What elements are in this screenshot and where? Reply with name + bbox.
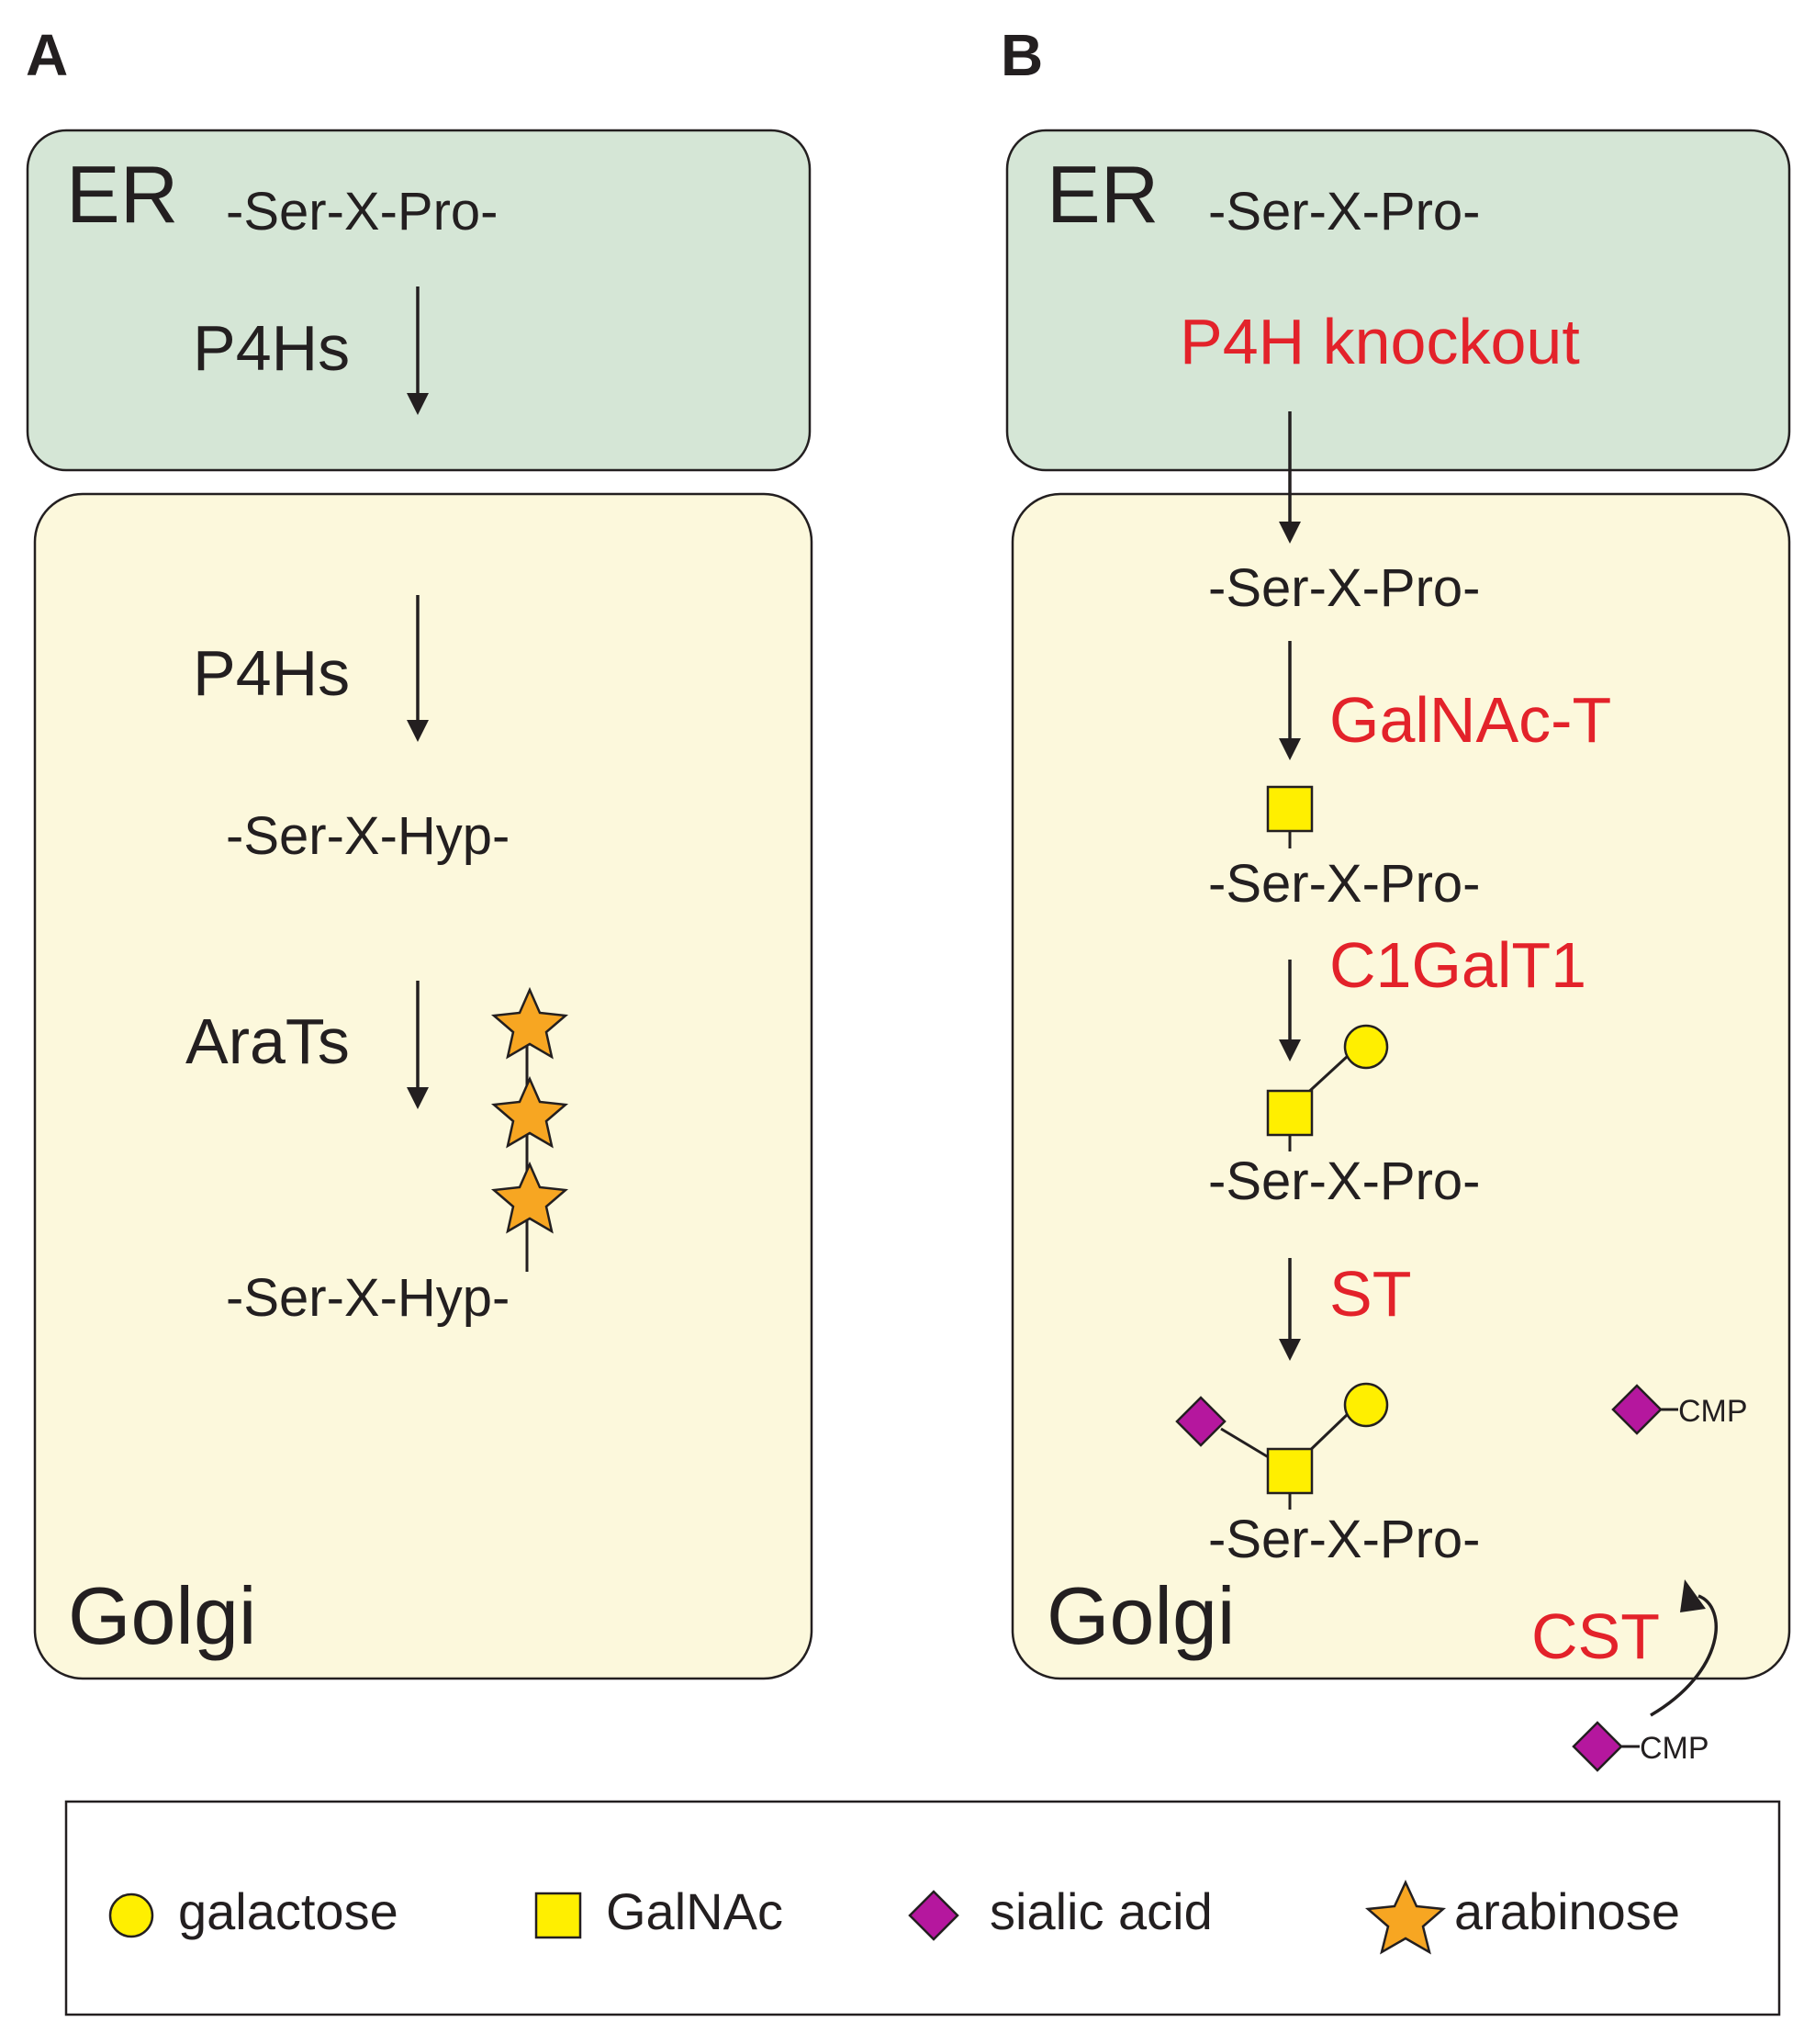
golgi-enzyme-1-a: P4Hs	[193, 637, 350, 709]
legend-sialic-acid-diamond	[908, 1890, 959, 1941]
golgi-compartment-b	[1011, 492, 1791, 1680]
sialic-acid-diamond-3	[1175, 1396, 1227, 1447]
cmp-label-outside: CMP	[1640, 1731, 1709, 1766]
er-sequence-b: -Ser-X-Pro-	[1208, 182, 1480, 241]
sialic-acid-diamond-outside	[1572, 1721, 1623, 1772]
legend-item-galactose: galactose	[108, 1882, 398, 1940]
er-label-b: ER	[1047, 149, 1159, 240]
arabinose-star-1	[490, 986, 569, 1060]
arabinose-star-3	[490, 1161, 569, 1234]
legend-item-arabinose: arabinose	[1364, 1880, 1680, 1955]
cmp-label-inside: CMP	[1678, 1394, 1748, 1429]
glycan-2	[1266, 1024, 1389, 1151]
galactose-circle-3	[1343, 1382, 1389, 1428]
golgi-enzyme-2-a: AraTs	[185, 1005, 350, 1077]
er-label-a: ER	[66, 149, 178, 240]
st-label: ST	[1329, 1258, 1411, 1330]
golgi-sequence-3-b: -Ser-X-Pro-	[1208, 1151, 1480, 1211]
golgi-sequence-2-a: -Ser-X-Hyp-	[226, 1268, 510, 1328]
cmp-sialic-acid-inside: CMP	[1611, 1384, 1748, 1435]
golgi-label-a: Golgi	[68, 1570, 256, 1661]
galnac-square-2	[1266, 1089, 1314, 1137]
golgi-arrow-1-b	[1279, 641, 1301, 760]
p4h-knockout-label: P4H knockout	[1180, 306, 1580, 377]
cmp-sialic-acid-outside: CMP	[1572, 1721, 1709, 1772]
galnac-t-label: GalNAc-T	[1329, 684, 1611, 756]
arabinose-star-2	[490, 1075, 569, 1149]
legend-galactose-circle	[108, 1892, 154, 1938]
legend-galnac-square	[534, 1892, 582, 1939]
golgi-compartment-a	[33, 492, 813, 1680]
legend-sialic-acid-label: sialic acid	[990, 1882, 1213, 1940]
legend-item-sialic-acid: sialic acid	[908, 1882, 1213, 1941]
panel-a: A ER -Ser-X-Pro- P4Hs P4Hs -Ser-X-Hyp- A…	[26, 22, 813, 1680]
er-compartment-b	[1005, 129, 1791, 472]
legend-item-galnac: GalNAc	[534, 1882, 783, 1940]
glycan-1	[1266, 785, 1314, 848]
legend-arabinose-label: arabinose	[1454, 1882, 1680, 1940]
galactose-circle-2	[1343, 1024, 1389, 1070]
golgi-sequence-2-b: -Ser-X-Pro-	[1208, 854, 1480, 914]
legend-galnac-label: GalNAc	[606, 1882, 783, 1940]
arabinose-chain	[490, 986, 569, 1272]
legend: galactose GalNAc sialic acid arabinose	[64, 1800, 1781, 2016]
glycan-3	[1175, 1382, 1389, 1510]
panel-letter-b: B	[1001, 22, 1043, 88]
er-to-golgi-arrow-b	[1279, 411, 1301, 544]
cst-transport-arrow	[1650, 1579, 1718, 1717]
galnac-square-1	[1266, 785, 1314, 833]
cst-transporter-label: CST	[1531, 1600, 1660, 1672]
golgi-sequence-1-b: -Ser-X-Pro-	[1208, 558, 1480, 618]
golgi-label-b: Golgi	[1047, 1570, 1235, 1661]
er-arrow-a	[407, 286, 429, 415]
galnac-square-3	[1266, 1447, 1314, 1495]
panel-letter-a: A	[26, 22, 68, 88]
golgi-arrow-3-b	[1279, 1258, 1301, 1361]
golgi-sequence-1-a: -Ser-X-Hyp-	[226, 806, 510, 866]
panel-b: B ER -Ser-X-Pro- P4H knockout -Ser-X-Pro…	[1001, 22, 1791, 1772]
golgi-sequence-4-b: -Ser-X-Pro-	[1208, 1510, 1480, 1569]
er-sequence-a: -Ser-X-Pro-	[226, 182, 498, 241]
er-enzyme-a: P4Hs	[193, 312, 350, 384]
golgi-arrow-2-b	[1279, 960, 1301, 1061]
legend-galactose-label: galactose	[178, 1882, 398, 1940]
sialic-acid-diamond-inside	[1611, 1384, 1663, 1435]
golgi-arrow-2-a	[407, 981, 429, 1109]
legend-arabinose-star	[1364, 1880, 1447, 1955]
c1galt1-label: C1GalT1	[1329, 929, 1586, 1001]
golgi-arrow-1-a	[407, 595, 429, 742]
